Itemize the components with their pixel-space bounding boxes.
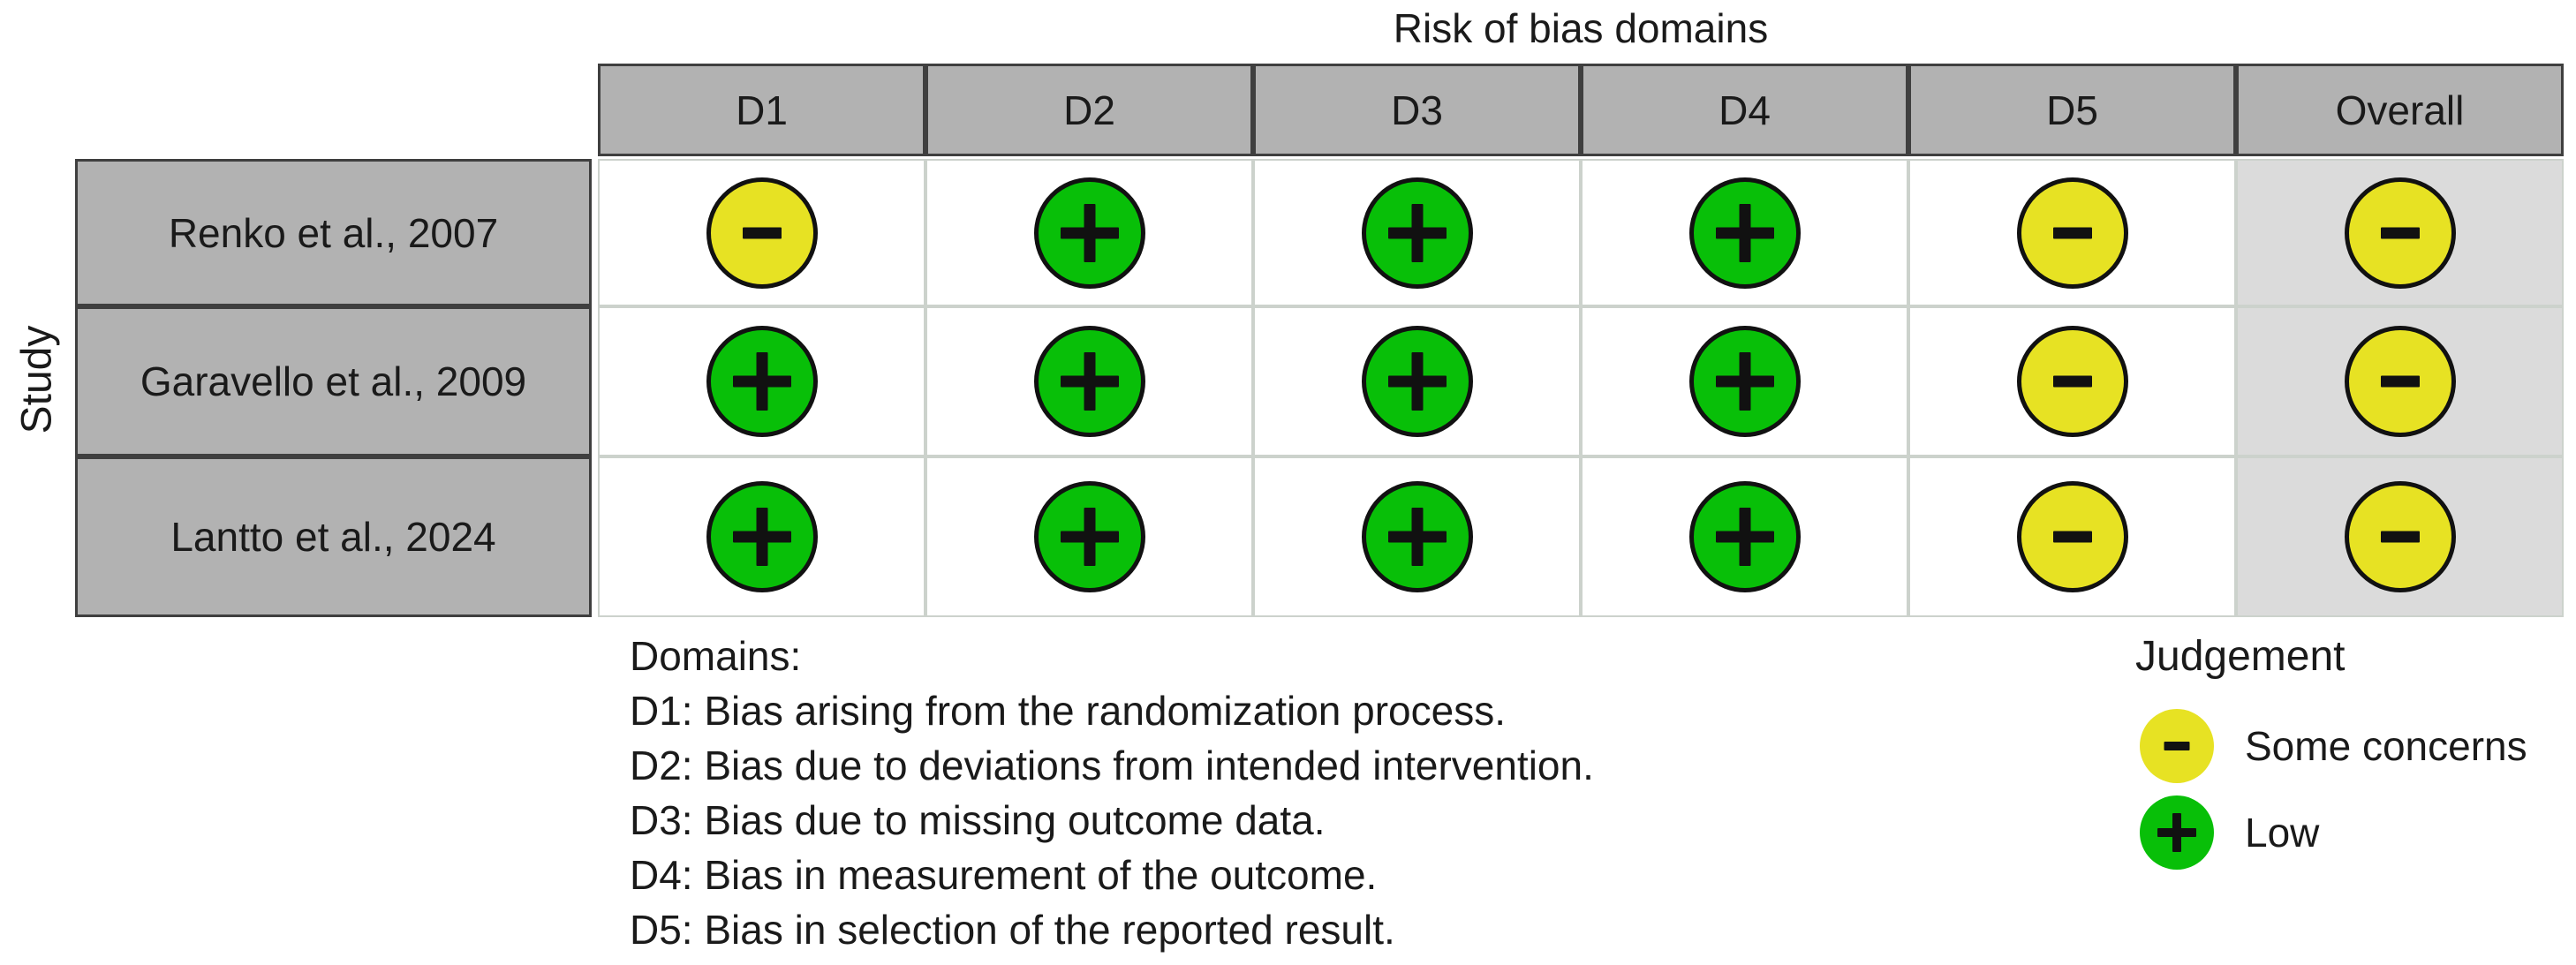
study-label-row: Lantto et al., 2024 bbox=[75, 456, 592, 617]
low-risk-icon bbox=[1361, 326, 1473, 437]
some-concerns-icon bbox=[2016, 326, 2128, 437]
domains-footnote-line: Domains: bbox=[630, 633, 802, 679]
minus-symbol bbox=[2380, 531, 2420, 543]
study-label-row: Renko et al., 2007 bbox=[75, 159, 592, 306]
cell-overall bbox=[2236, 306, 2564, 456]
cell-d5 bbox=[1908, 306, 2236, 456]
minus-symbol bbox=[742, 227, 782, 238]
chart-title: Risk of bias domains bbox=[1393, 5, 1769, 51]
cell-d5 bbox=[1908, 159, 2236, 306]
plus-symbol-vertical bbox=[1739, 508, 1750, 566]
plus-symbol-vertical bbox=[1411, 352, 1423, 411]
cell-d1 bbox=[598, 306, 925, 456]
cell-overall bbox=[2236, 159, 2564, 306]
study-label-row: Garavello et al., 2009 bbox=[75, 306, 592, 456]
plus-symbol-vertical bbox=[2172, 813, 2181, 852]
column-header-d3: D3 bbox=[1253, 64, 1581, 156]
cell-overall bbox=[2236, 456, 2564, 617]
minus-symbol bbox=[2052, 531, 2092, 543]
y-axis-label: Study bbox=[13, 325, 61, 434]
cell-d3 bbox=[1253, 159, 1581, 306]
low-risk-icon bbox=[1688, 326, 1801, 437]
plus-symbol-vertical bbox=[756, 352, 767, 411]
cell-d2 bbox=[925, 159, 1253, 306]
cell-d3 bbox=[1253, 306, 1581, 456]
cell-d4 bbox=[1581, 306, 1908, 456]
column-header-d1: D1 bbox=[598, 64, 925, 156]
low-risk-icon bbox=[1688, 481, 1801, 592]
plus-symbol-vertical bbox=[1411, 203, 1423, 262]
cell-d2 bbox=[925, 456, 1253, 617]
legend-some_concerns-icon bbox=[2140, 709, 2214, 783]
domains-footnote-line: D2: Bias due to deviations from intended… bbox=[630, 743, 1594, 788]
low-risk-icon bbox=[706, 481, 818, 592]
some-concerns-icon bbox=[706, 177, 818, 289]
some-concerns-icon bbox=[2344, 326, 2456, 437]
domains-footnote: Domains: D1: Bias arising from the random… bbox=[630, 629, 1594, 957]
low-risk-icon bbox=[1033, 326, 1145, 437]
column-header-overall: Overall bbox=[2236, 64, 2564, 156]
low-risk-icon bbox=[706, 326, 818, 437]
minus-symbol bbox=[2052, 227, 2092, 238]
minus-symbol bbox=[2380, 375, 2420, 388]
low-risk-icon bbox=[1688, 177, 1801, 289]
plus-symbol-vertical bbox=[1084, 352, 1095, 411]
column-header-d5: D5 bbox=[1908, 64, 2236, 156]
plus-symbol-vertical bbox=[1739, 203, 1750, 262]
domains-footnote-line: D4: Bias in measurement of the outcome. bbox=[630, 852, 1378, 898]
domains-footnote-line: D1: Bias arising from the randomization … bbox=[630, 688, 1506, 734]
plus-symbol-vertical bbox=[1411, 508, 1423, 566]
cell-d1 bbox=[598, 159, 925, 306]
legend-title: Judgement bbox=[2135, 633, 2346, 680]
some-concerns-icon bbox=[2016, 177, 2128, 289]
plus-symbol-vertical bbox=[1084, 203, 1095, 262]
cell-d2 bbox=[925, 306, 1253, 456]
cell-d4 bbox=[1581, 456, 1908, 617]
low-risk-icon bbox=[1033, 177, 1145, 289]
plus-symbol-vertical bbox=[756, 508, 767, 566]
legend-label-some_concerns: Some concerns bbox=[2245, 723, 2527, 769]
cell-d3 bbox=[1253, 456, 1581, 617]
low-risk-icon bbox=[1033, 481, 1145, 592]
minus-symbol bbox=[2164, 742, 2190, 750]
some-concerns-icon bbox=[2344, 177, 2456, 289]
low-risk-icon bbox=[1361, 481, 1473, 592]
legend-low-icon bbox=[2140, 795, 2214, 870]
column-header-d4: D4 bbox=[1581, 64, 1908, 156]
plus-symbol-vertical bbox=[1739, 352, 1750, 411]
domains-footnote-line: D5: Bias in selection of the reported re… bbox=[630, 907, 1395, 953]
minus-symbol bbox=[2380, 227, 2420, 238]
cell-d1 bbox=[598, 456, 925, 617]
plus-symbol-vertical bbox=[1084, 508, 1095, 566]
low-risk-icon bbox=[1361, 177, 1473, 289]
cell-d5 bbox=[1908, 456, 2236, 617]
cell-d4 bbox=[1581, 159, 1908, 306]
minus-symbol bbox=[2052, 375, 2092, 388]
legend-label-low: Low bbox=[2245, 810, 2320, 856]
some-concerns-icon bbox=[2344, 481, 2456, 592]
column-header-d2: D2 bbox=[925, 64, 1253, 156]
domains-footnote-line: D3: Bias due to missing outcome data. bbox=[630, 797, 1326, 843]
some-concerns-icon bbox=[2016, 481, 2128, 592]
